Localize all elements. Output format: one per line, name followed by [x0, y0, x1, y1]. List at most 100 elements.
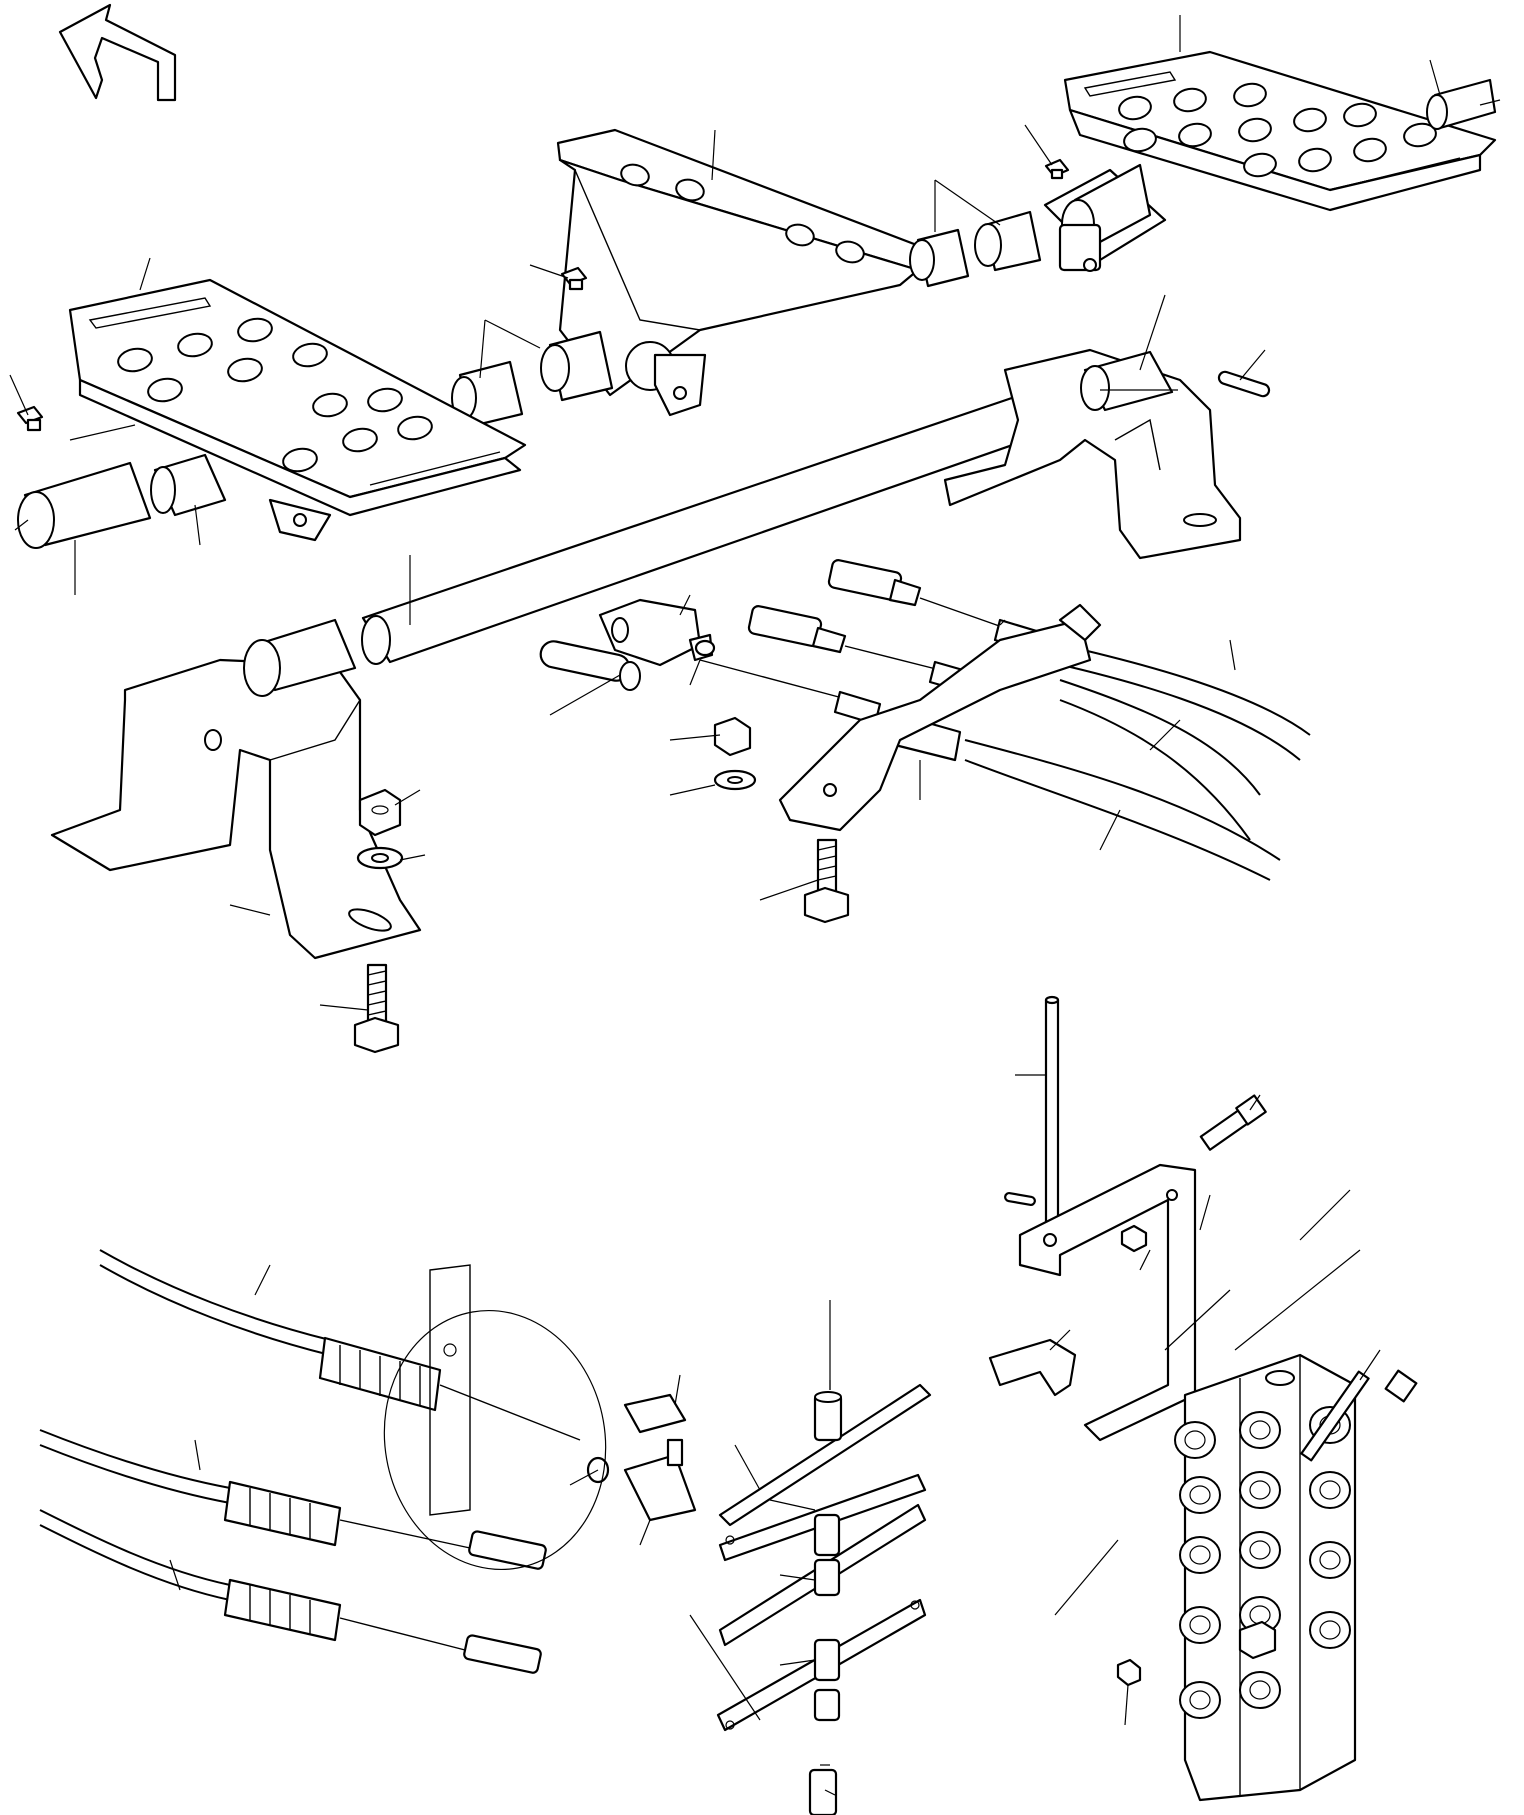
leader-line — [169, 1559, 181, 1591]
pedal-tread-hole — [117, 347, 153, 373]
spacer — [813, 1391, 843, 1442]
bolt — [353, 963, 400, 1054]
leader-line — [639, 1519, 651, 1546]
leader-line — [399, 854, 426, 861]
grease-nipple — [1044, 158, 1070, 180]
washer — [713, 769, 757, 791]
valve-port — [1179, 1536, 1221, 1574]
leader-line — [1149, 719, 1181, 751]
shaft-bracket-left — [50, 618, 422, 960]
washer — [356, 846, 404, 870]
leader-line — [734, 1444, 761, 1491]
pedal-tread-hole — [367, 387, 403, 413]
linkage-bracket — [1018, 1163, 1197, 1442]
bolt — [1199, 1094, 1267, 1151]
leader-line — [669, 784, 716, 796]
leader-line — [254, 1264, 271, 1296]
pedal-tread-hole — [1403, 122, 1437, 148]
leader-line — [194, 504, 201, 546]
valve-port — [1174, 1421, 1216, 1459]
valve-port — [1239, 1671, 1281, 1709]
nut — [1116, 1658, 1142, 1687]
linkage-rod — [1044, 995, 1060, 1230]
valve-port-bore — [1319, 1480, 1341, 1500]
valve-port — [1309, 1471, 1351, 1509]
valve-port — [1179, 1681, 1221, 1719]
pedal-tread-hole — [237, 317, 273, 343]
lever-plate-upper — [718, 1383, 932, 1527]
control-cable-6 — [39, 1509, 542, 1674]
pedal-tread-hole — [1353, 137, 1387, 163]
leader-line — [824, 1789, 836, 1796]
pedal-tread-hole — [342, 427, 378, 453]
leader-line — [139, 257, 151, 291]
pedal-tread-hole — [177, 332, 213, 358]
pedal-tread-hole — [620, 163, 650, 187]
leader-line — [229, 904, 271, 916]
leader-line — [934, 179, 1001, 226]
leader-line — [759, 879, 819, 901]
pin — [1004, 1191, 1036, 1207]
leader-line — [779, 1574, 816, 1581]
valve-port-bore — [1189, 1545, 1211, 1565]
cable-bracket — [778, 603, 1102, 832]
bushing — [150, 453, 227, 517]
leader-line — [779, 1659, 816, 1666]
leader-line — [679, 594, 691, 616]
leader-line — [1234, 1249, 1361, 1351]
pedal-tread-hole — [1233, 82, 1267, 108]
leader-line — [769, 1499, 816, 1511]
bushing — [1426, 78, 1497, 130]
pedal-tread-hole — [397, 415, 433, 441]
valve-port-bore — [1189, 1615, 1211, 1635]
spacer — [808, 1513, 841, 1815]
valve-port-bore — [1249, 1480, 1271, 1500]
leader-line — [479, 319, 486, 379]
valve-port-bore — [1189, 1485, 1211, 1505]
leader-line — [1099, 809, 1121, 851]
leader-line — [569, 1469, 599, 1486]
pedal-tread-hole — [1243, 152, 1277, 178]
pedal-tread-hole — [147, 377, 183, 403]
lock-nut — [713, 716, 752, 757]
leader-line — [1164, 1289, 1231, 1351]
pedal-tread-hole — [227, 357, 263, 383]
leader-line — [194, 1439, 201, 1471]
shaft-bracket-right — [943, 348, 1271, 560]
leader-line — [319, 1004, 369, 1011]
leader-line — [1249, 1094, 1261, 1111]
leader-lines — [9, 15, 1501, 1796]
leader-line — [394, 789, 421, 806]
leader-line — [1239, 349, 1266, 381]
pedal-tread-hole — [312, 392, 348, 418]
valve-port — [1239, 1411, 1281, 1449]
valve-port-bore — [1249, 1540, 1271, 1560]
pedal-tread-hole — [785, 223, 815, 247]
nut — [1120, 1224, 1148, 1253]
pedal-tread-hole — [1343, 102, 1377, 128]
leader-line — [1139, 294, 1166, 371]
leader-line — [1054, 1539, 1119, 1616]
control-cable-4 — [99, 1249, 610, 1484]
leader-line — [1024, 124, 1053, 166]
pedal-tread-hole — [1118, 95, 1152, 121]
pedal-tread-hole — [1173, 87, 1207, 113]
pedal-tread-hole — [282, 447, 318, 473]
valve-port — [1179, 1606, 1221, 1644]
valve-port-bore — [1249, 1420, 1271, 1440]
leader-line — [69, 424, 136, 441]
leader-line — [1049, 1329, 1071, 1351]
leader-line — [529, 264, 569, 279]
direction-arrow-icon — [58, 3, 177, 102]
lock-nut — [358, 788, 402, 837]
pedal-tread-hole — [1123, 127, 1157, 153]
valve-port — [1239, 1531, 1281, 1569]
valve-port-bore — [1249, 1680, 1271, 1700]
pedal-tread-hole — [1178, 122, 1212, 148]
valve-port-bore — [1319, 1550, 1341, 1570]
valve-port — [1179, 1476, 1221, 1514]
valve-port-bore — [1189, 1690, 1211, 1710]
clevis — [988, 1338, 1077, 1397]
leader-line — [1429, 59, 1441, 96]
leader-line — [689, 1614, 761, 1721]
